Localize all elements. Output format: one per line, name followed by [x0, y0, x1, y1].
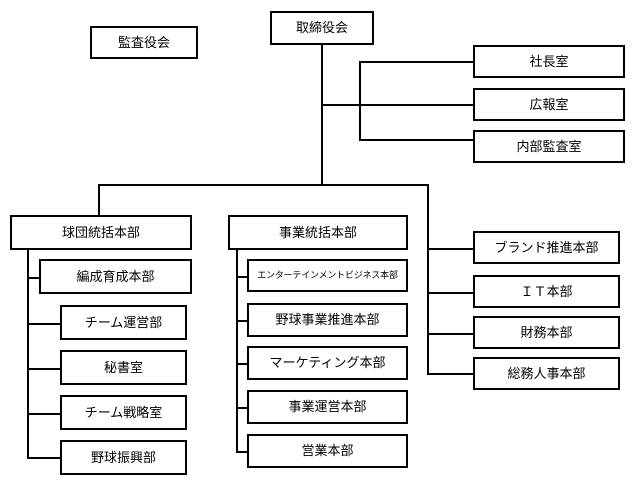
- node-team-child-1[interactable]: チーム運営部: [60, 305, 187, 340]
- node-board-of-directors-label: 取締役会: [295, 20, 348, 36]
- node-board-of-directors[interactable]: 取締役会: [270, 11, 374, 45]
- node-business-child-0[interactable]: エンターテインメントビジネス本部: [247, 259, 408, 292]
- node-team-child-0-label: 編成育成本部: [76, 268, 155, 284]
- node-business-child-1-label: 野球事業推進本部: [275, 312, 380, 328]
- node-general-affairs-hr-hq[interactable]: 総務人事本部: [473, 357, 620, 390]
- connector-main-bar: [98, 184, 429, 186]
- node-team-child-4[interactable]: 野球振興部: [60, 440, 187, 475]
- connector-right-hq-trunk: [427, 184, 429, 374]
- connector-stub-presidents-office: [359, 61, 475, 63]
- connector-stub-internal-audit-office: [359, 139, 475, 141]
- node-brand-promotion-hq[interactable]: ブランド推進本部: [473, 231, 620, 264]
- node-business-child-2[interactable]: マーケティング本部: [247, 346, 408, 380]
- connector-stub-team-child-0: [27, 277, 41, 279]
- connector-board-trunk: [321, 45, 323, 186]
- node-business-child-3-label: 事業運営本部: [288, 399, 367, 415]
- connector-stub-team-child-4: [27, 457, 62, 459]
- node-it-hq[interactable]: ＩＴ本部: [473, 275, 620, 308]
- node-public-relations-office-label: 広報室: [529, 96, 569, 112]
- connector-stub-business-child-4: [236, 451, 249, 453]
- node-business-child-1[interactable]: 野球事業推進本部: [247, 303, 408, 337]
- connector-stub-business-child-2: [236, 363, 249, 365]
- connector-staff-office-trunk: [359, 61, 361, 141]
- node-team-child-4-label: 野球振興部: [90, 449, 156, 465]
- node-brand-promotion-hq-label: ブランド推進本部: [494, 239, 599, 255]
- connector-stub-business-child-3: [236, 407, 249, 409]
- node-public-relations-office[interactable]: 広報室: [473, 88, 625, 121]
- connector-stub-it-hq: [427, 292, 475, 294]
- connector-stub-team-child-2: [27, 368, 62, 370]
- node-team-child-2-label: 秘書室: [103, 359, 143, 375]
- connector-board-to-staff-offices: [321, 104, 361, 106]
- node-business-hq-label: 事業統括本部: [278, 224, 357, 240]
- connector-stub-brand-promotion-hq: [427, 248, 475, 250]
- node-team-child-3[interactable]: チーム戦略室: [60, 395, 187, 430]
- connector-drop-team-hq: [98, 184, 100, 217]
- connector-stub-finance-hq: [427, 333, 475, 335]
- connector-stub-general-affairs-hr-hq: [427, 373, 475, 375]
- node-presidents-office-label: 社長室: [529, 53, 569, 69]
- node-team-child-3-label: チーム戦略室: [84, 404, 163, 420]
- node-team-child-1-label: チーム運営部: [84, 314, 163, 330]
- node-audit-board-label: 監査役会: [117, 34, 170, 50]
- node-business-child-4[interactable]: 営業本部: [247, 434, 408, 468]
- node-general-affairs-hr-hq-label: 総務人事本部: [507, 365, 586, 381]
- node-internal-audit-office-label: 内部監査室: [516, 138, 582, 154]
- node-team-hq[interactable]: 球団統括本部: [10, 215, 192, 250]
- node-business-child-3[interactable]: 事業運営本部: [247, 390, 408, 424]
- node-audit-board[interactable]: 監査役会: [90, 26, 198, 59]
- connector-stub-business-child-1: [236, 320, 249, 322]
- node-business-child-4-label: 営業本部: [301, 443, 354, 459]
- node-finance-hq-label: 財務本部: [520, 324, 573, 340]
- node-team-hq-label: 球団統括本部: [61, 224, 140, 240]
- node-business-child-0-label: エンターテインメントビジネス本部: [257, 269, 398, 280]
- node-finance-hq[interactable]: 財務本部: [473, 316, 620, 349]
- node-business-child-2-label: マーケティング本部: [269, 355, 386, 371]
- node-it-hq-label: ＩＴ本部: [520, 283, 573, 299]
- connector-business-hq-subtrunk: [236, 249, 238, 452]
- connector-stub-business-child-0: [236, 276, 249, 278]
- connector-team-hq-subtrunk: [27, 249, 29, 458]
- node-internal-audit-office[interactable]: 内部監査室: [473, 130, 625, 163]
- node-team-child-2[interactable]: 秘書室: [60, 350, 187, 385]
- node-presidents-office[interactable]: 社長室: [473, 45, 625, 78]
- node-business-hq[interactable]: 事業統括本部: [228, 215, 408, 250]
- connector-stub-public-relations-office: [359, 104, 475, 106]
- node-team-child-0[interactable]: 編成育成本部: [39, 259, 192, 294]
- connector-stub-team-child-3: [27, 413, 62, 415]
- connector-stub-team-child-1: [27, 323, 62, 325]
